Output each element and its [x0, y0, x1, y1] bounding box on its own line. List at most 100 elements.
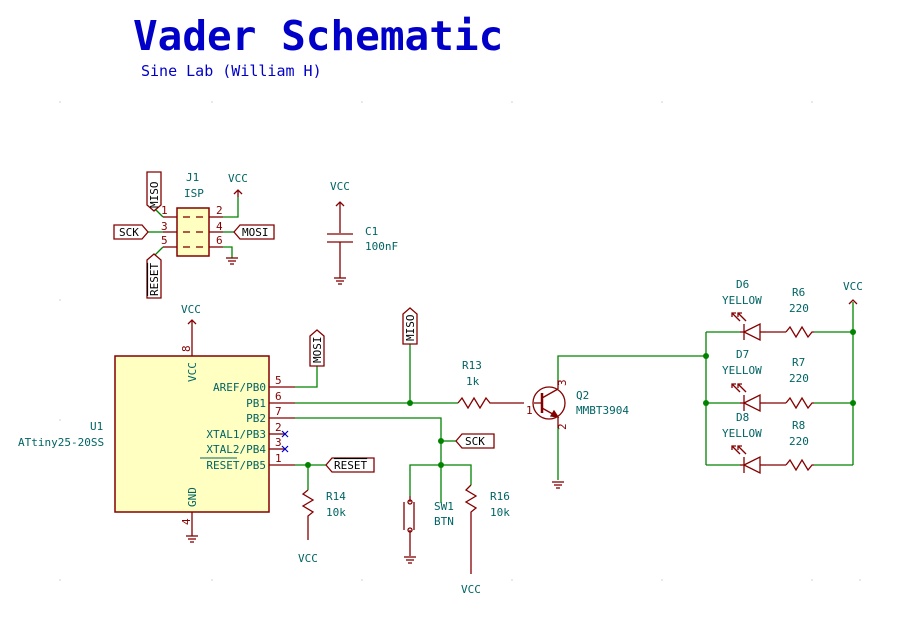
u1-pin-aref-pb0: AREF/PB0: [213, 381, 266, 394]
j1-pin-1: 1: [161, 204, 168, 217]
resistor-r14: R14 10k VCC: [298, 489, 346, 565]
schematic-subtitle: Sine Lab (William H): [141, 62, 322, 80]
led-emission-arrow: [737, 383, 747, 393]
u1-pin-7: 7: [275, 405, 282, 418]
j1-vcc-power: VCC: [228, 172, 248, 197]
led-value: YELLOW: [722, 294, 762, 307]
j1-value: ISP: [184, 187, 204, 200]
j1-pin-6: 6: [216, 234, 223, 247]
j1-ref: J1: [186, 171, 199, 184]
led-resistor-body: [785, 396, 814, 410]
sw1-ref: SW1: [434, 500, 454, 513]
led-ref: D8: [736, 411, 749, 424]
transistor-q2: 1 2 3 Q2 MMBT3904: [526, 379, 629, 430]
grid-dot: [211, 579, 213, 581]
led-emission-arrow: [737, 445, 747, 455]
junction-reset: [305, 462, 311, 468]
pb2-sck-text: SCK: [465, 435, 485, 448]
j1-sck-text: SCK: [119, 226, 139, 239]
switch-sw1: SW1 BTN: [403, 496, 454, 564]
sw1-value: BTN: [434, 515, 454, 528]
grid-dots: [59, 101, 861, 581]
q2-pin-3: 3: [556, 379, 569, 386]
r14-vcc-label: VCC: [298, 552, 318, 565]
led-emission-arrow: [731, 383, 741, 393]
r14-ref: R14: [326, 490, 346, 503]
grid-dot: [511, 579, 513, 581]
grid-dot: [661, 579, 663, 581]
j1-miso-text: MISO: [148, 182, 161, 209]
r14-value: 10k: [326, 506, 346, 519]
u1-pin-xtal2-pb4: XTAL2/PB4: [206, 443, 266, 456]
u1-pin-reset-pb5: RESET/PB5: [206, 459, 266, 472]
pb1-miso-text: MISO: [404, 315, 417, 342]
grid-dot: [811, 579, 813, 581]
led-vcc-arrow: [848, 299, 858, 305]
mcu-u1: U1 ATtiny25-20SS VCC 8 VCC 4 GND 5 6 7 2…: [18, 303, 295, 543]
j1-mosi-text: MOSI: [242, 226, 269, 239]
r13-value: 1k: [466, 375, 480, 388]
u1-pin-4: 4: [180, 518, 193, 525]
led-resistor-value: 220: [789, 372, 809, 385]
led-value: YELLOW: [722, 364, 762, 377]
u1-reset-net-label: RESET: [325, 457, 375, 473]
q2-pin-1: 1: [526, 404, 533, 417]
u1-ref: U1: [90, 420, 103, 433]
j1-vcc-label: VCC: [228, 172, 248, 185]
led-emission-arrow: [731, 312, 741, 322]
resistor-r16: R16 10k VCC: [461, 484, 510, 596]
led-resistor-body: [785, 458, 814, 472]
c1-value: 100nF: [365, 240, 398, 253]
grid-dot: [59, 101, 61, 103]
u1-pin-1: 1: [275, 452, 282, 465]
led-vcc-label: VCC: [843, 280, 863, 293]
u1-pin-6: 6: [275, 390, 282, 403]
led-resistor-ref: R6: [792, 286, 805, 299]
u1-value: ATtiny25-20SS: [18, 436, 104, 449]
grid-dot: [811, 101, 813, 103]
grid-dot: [361, 101, 363, 103]
u1-pin-xtal1-pb3: XTAL1/PB3: [206, 428, 266, 441]
junction-btn: [438, 462, 444, 468]
led-emission-arrow: [737, 312, 747, 322]
grid-dot: [361, 579, 363, 581]
led-ref: D6: [736, 278, 749, 291]
grid-dot: [211, 101, 213, 103]
u1-pin-2: 2: [275, 421, 282, 434]
r16-ref: R16: [490, 490, 510, 503]
j1-ground-symbol: [226, 257, 238, 265]
led-emission-arrow: [731, 445, 741, 455]
grid-dot: [59, 579, 61, 581]
led-resistor-body: [785, 325, 814, 339]
wire-mosi: [295, 366, 318, 388]
wire-pb2: [295, 417, 442, 503]
led-ref: D7: [736, 348, 749, 361]
u1-vcc-power-label: VCC: [181, 303, 201, 316]
led-triangle: [742, 322, 761, 342]
j1-mosi-net-label: MOSI: [233, 224, 275, 240]
pb2-sck-net-label: SCK: [455, 433, 495, 449]
grid-dot: [511, 101, 513, 103]
j1-sck-net-label: SCK: [113, 224, 149, 240]
grid-dot: [59, 419, 61, 421]
capacitor-c1: VCC C1 100nF: [327, 180, 398, 285]
u1-pin-vcc-name: VCC: [186, 362, 199, 382]
r16-vcc-label: VCC: [461, 583, 481, 596]
j1-body: [176, 207, 210, 257]
led-resistor-ref: R7: [792, 356, 805, 369]
led-resistor-ref: R8: [792, 419, 805, 432]
led-resistor-value: 220: [789, 302, 809, 315]
junction-sck: [438, 438, 444, 444]
j1-pin-2: 2: [216, 204, 223, 217]
grid-dot: [59, 299, 61, 301]
led-value: YELLOW: [722, 427, 762, 440]
resistor-r13: R13 1k: [457, 359, 524, 410]
j1-reset-net-label: RESET: [146, 253, 162, 299]
q2-ref: Q2: [576, 389, 589, 402]
connector-j1: J1 ISP 1 3 5 2 4 6: [148, 171, 239, 258]
j1-pin-5: 5: [161, 234, 168, 247]
q2-value: MMBT3904: [576, 404, 629, 417]
j1-reset-text: RESET: [148, 263, 161, 296]
